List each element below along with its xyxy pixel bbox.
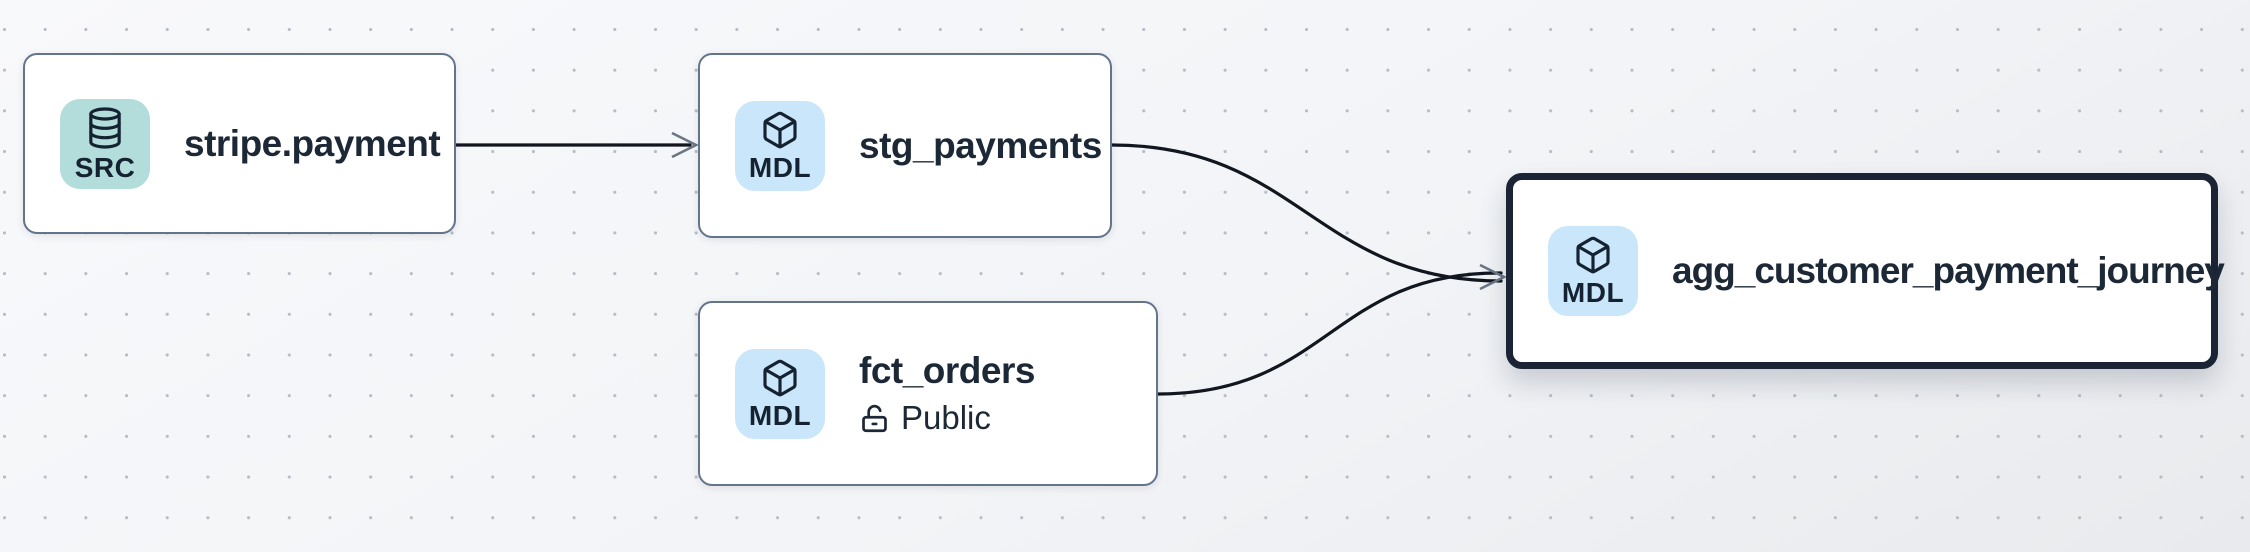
arrowhead-icon xyxy=(671,131,699,159)
badge-label: MDL xyxy=(748,399,812,431)
access-label: Public xyxy=(901,399,991,436)
node-fct-orders[interactable]: MDL fct_orders Public xyxy=(698,301,1158,486)
source-badge: SRC xyxy=(60,98,150,189)
node-title: agg_customer_payment_journey xyxy=(1672,250,2225,291)
node-title: fct_orders xyxy=(859,350,1035,391)
node-title: stg_payments xyxy=(859,124,1102,166)
access-row: Public xyxy=(859,399,1035,437)
unlock-icon xyxy=(859,403,890,434)
badge-label: SRC xyxy=(74,151,136,183)
edge-stg-to-agg xyxy=(1110,143,1503,283)
box-icon xyxy=(760,358,800,398)
node-agg-customer-payment-journey[interactable]: MDL agg_customer_payment_journey xyxy=(1506,173,2225,369)
badge-label: MDL xyxy=(748,151,812,183)
box-icon xyxy=(760,110,800,150)
database-icon xyxy=(85,106,125,150)
edge-fct-to-agg xyxy=(1156,271,1503,396)
node-stg-payments[interactable]: MDL stg_payments xyxy=(698,53,1112,238)
model-badge: MDL xyxy=(735,100,825,191)
box-icon xyxy=(1573,235,1613,275)
node-stripe-payment[interactable]: SRC stripe.payment xyxy=(23,53,456,234)
badge-label: MDL xyxy=(1561,277,1625,308)
model-badge: MDL xyxy=(735,348,825,439)
model-badge: MDL xyxy=(1548,226,1638,316)
node-title: stripe.payment xyxy=(184,122,441,164)
arrowhead-icon xyxy=(1479,263,1507,291)
